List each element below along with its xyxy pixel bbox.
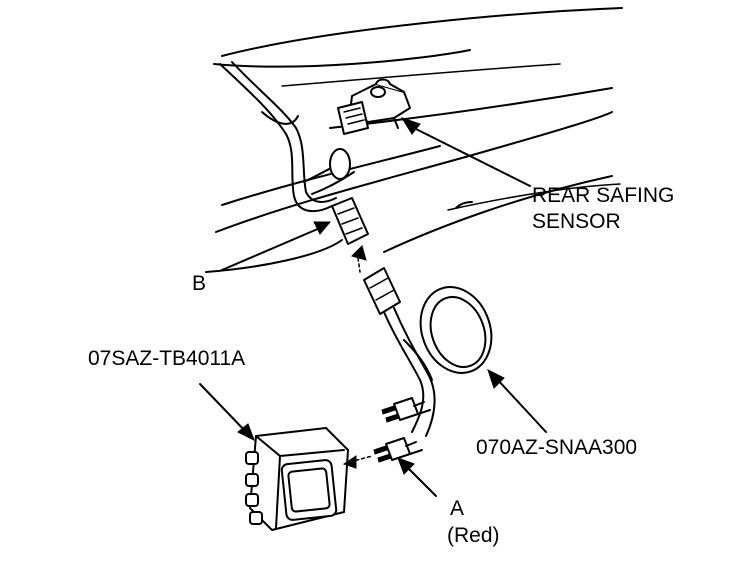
leader-lines: [199, 117, 547, 497]
label-rear-safing-sensor-1: REAR SAFING: [532, 184, 674, 207]
connector-b: [331, 197, 369, 245]
label-connector-a-color: (Red): [447, 524, 500, 547]
srs-test-box: [245, 427, 349, 531]
grommet: [329, 148, 351, 180]
leader-connector-b: [221, 227, 321, 271]
label-connector-a: A: [450, 497, 464, 520]
body-harness-wire: [219, 61, 355, 213]
label-harness-part: 070AZ-SNAA300: [476, 436, 637, 459]
rear-safing-sensor: [337, 78, 411, 135]
label-tool-box-part: 07SAZ-TB4011A: [88, 347, 245, 370]
harness-cable-070AZ: [383, 286, 493, 437]
harness-connector: [363, 267, 401, 315]
leader-connector-a: [405, 465, 437, 497]
test-plug-a-red: [373, 437, 423, 463]
leader-rear-safing-sensor: [409, 125, 531, 187]
label-rear-safing-sensor-2: SENSOR: [532, 210, 621, 233]
label-connector-b: B: [192, 272, 206, 295]
connection-arrow-b: [357, 257, 361, 273]
test-plug-upper: [381, 397, 431, 423]
leader-test-box: [199, 383, 249, 435]
leader-harness: [495, 377, 547, 433]
connection-arrow-a: [349, 455, 373, 463]
